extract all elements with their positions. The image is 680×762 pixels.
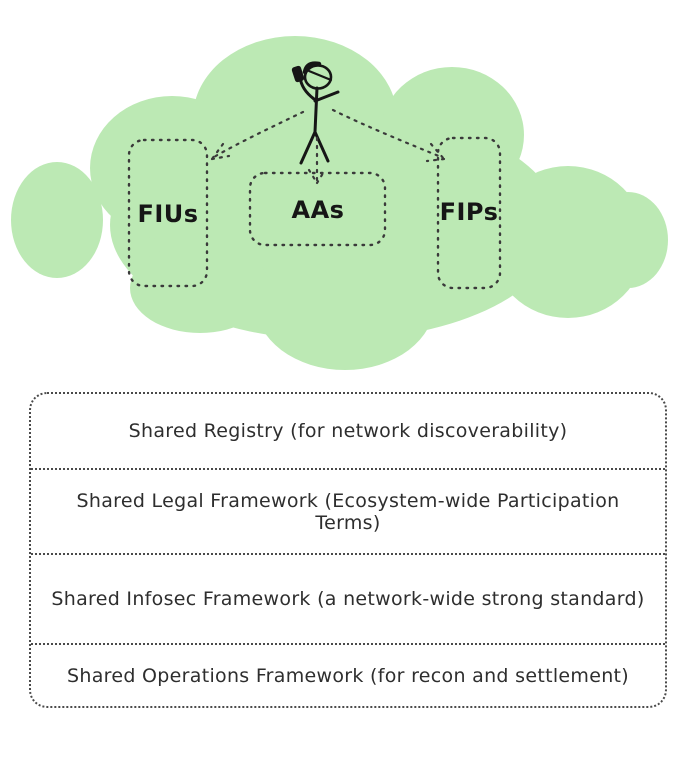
- cloud-shape: [11, 36, 668, 370]
- arrow-to-fius: [212, 110, 305, 159]
- arrowhead-aas: [307, 168, 327, 185]
- right-leg: [313, 130, 330, 163]
- fius-label: FIUs: [137, 200, 198, 228]
- left-leg: [299, 130, 317, 165]
- torso-line: [313, 86, 319, 134]
- shared-frameworks-panel: Shared Registry (for network discoverabi…: [29, 392, 667, 708]
- shared-legal-framework-row: Shared Legal Framework (Ecosystem-wide P…: [31, 468, 665, 553]
- fips-box: [436, 136, 502, 290]
- aas-label: AAs: [292, 196, 345, 224]
- shared-registry-row: Shared Registry (for network discoverabi…: [128, 420, 568, 442]
- fius-box: [127, 138, 209, 288]
- fips-label: FIPs: [440, 198, 499, 226]
- phone-icon: [291, 65, 305, 83]
- aas-box: [248, 171, 387, 247]
- shared-operations-framework-row: Shared Operations Framework (for recon a…: [31, 643, 665, 706]
- arrows: [210, 108, 446, 185]
- hair-stroke: [302, 61, 322, 75]
- person-icon: [291, 61, 340, 165]
- face-line: [307, 69, 333, 82]
- right-arm: [313, 90, 340, 103]
- node-boxes: [127, 136, 502, 290]
- shared-infosec-framework-row: Shared Infosec Framework (a network-wide…: [31, 553, 665, 643]
- arrowhead-fius: [210, 142, 231, 161]
- ecosystem-cloud-diagram: FIUs AAs FIPs: [11, 36, 668, 370]
